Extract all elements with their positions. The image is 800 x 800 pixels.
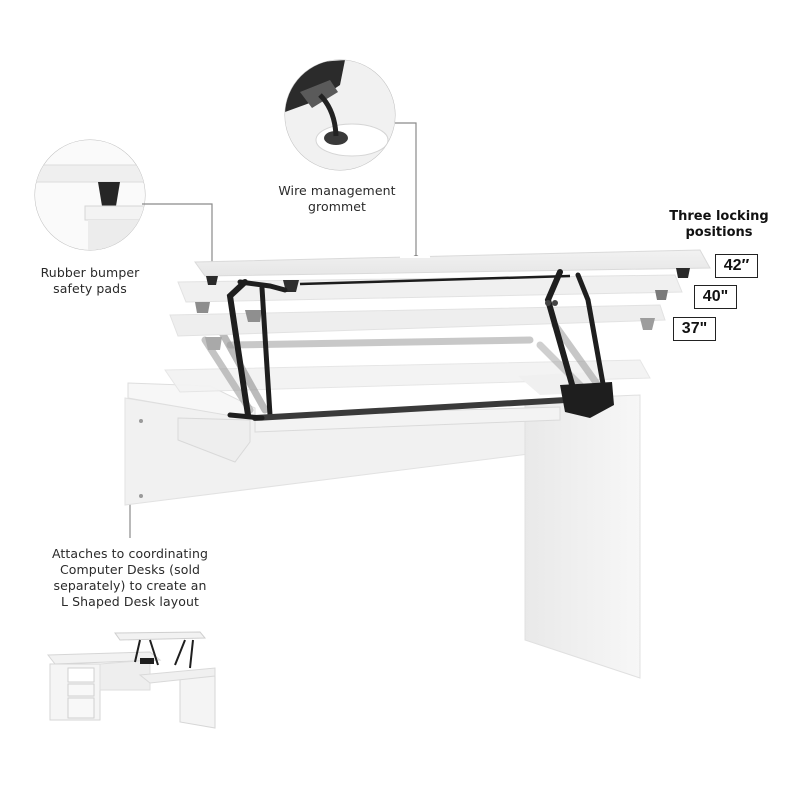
wire-grommet-label: Wire management grommet bbox=[272, 183, 402, 215]
bumper-leader-line bbox=[142, 203, 213, 270]
locking-positions-title: Three locking positions bbox=[665, 209, 773, 241]
desk-base bbox=[124, 382, 641, 679]
height-value-37: 37" bbox=[681, 320, 708, 337]
lift-mechanism bbox=[226, 269, 608, 421]
attaches-label: Attaches to coordinating Computer Desks … bbox=[42, 546, 218, 610]
locking-positions-title-line2: positions bbox=[685, 225, 753, 240]
attaches-label-line1: Attaches to coordinating bbox=[52, 546, 208, 561]
locking-positions-title-line1: Three locking bbox=[669, 209, 769, 224]
attaches-label-line4: L Shaped Desk layout bbox=[60, 594, 200, 609]
attaches-label-line2: Computer Desks (sold bbox=[59, 562, 201, 577]
rubber-pads-label: Rubber bumper safety pads bbox=[30, 265, 150, 297]
rubber-pads-label-line2: safety pads bbox=[53, 281, 127, 296]
height-badge-37: 37" bbox=[673, 317, 716, 341]
lift-mechanism-base bbox=[545, 300, 614, 418]
desktop-ghost-low bbox=[164, 359, 651, 395]
rubber-pads-label-line1: Rubber bumper bbox=[40, 265, 140, 280]
desktop-37in bbox=[169, 304, 666, 350]
height-badge-40: 40" bbox=[694, 285, 737, 309]
l-desk-thumbnail bbox=[47, 631, 216, 729]
height-badge-42: 42″ bbox=[715, 254, 758, 278]
wire-grommet-label-line2: grommet bbox=[307, 199, 367, 214]
wire-grommet-label-line1: Wire management bbox=[278, 183, 396, 198]
height-value-40: 40" bbox=[702, 288, 729, 305]
attaches-label-line3: separately) to create an bbox=[53, 578, 207, 593]
grommet-detail-circle bbox=[284, 59, 396, 171]
grommet-leader-line bbox=[395, 122, 417, 256]
bumper-detail-circle bbox=[34, 139, 146, 251]
height-value-42: 42″ bbox=[723, 257, 750, 274]
